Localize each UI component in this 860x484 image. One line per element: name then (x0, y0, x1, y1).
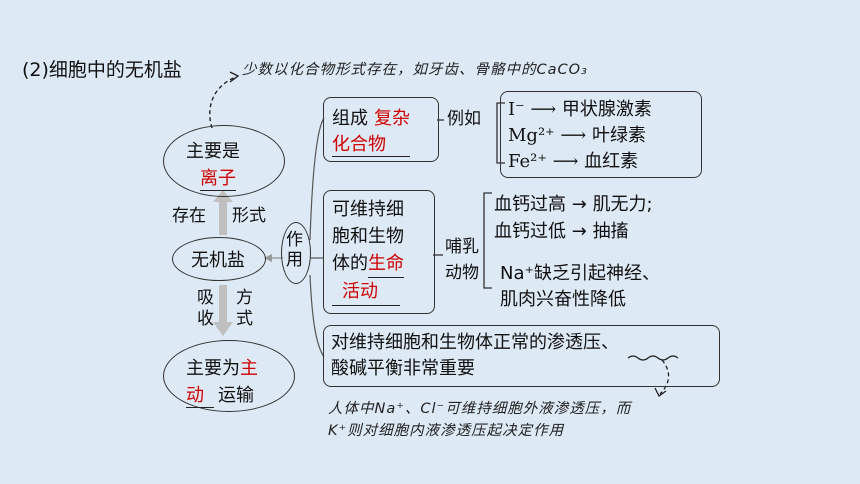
absorb-prefix: 主要为 (186, 358, 240, 379)
effects-list: 血钙过高 → 肌无力; 血钙过低 → 抽搐 (494, 191, 653, 245)
role3-line2: 酸碱平衡非常重要 (331, 358, 475, 379)
absorb-suffix: 运输 (218, 385, 254, 406)
down-arrow-shaft (219, 285, 227, 325)
absorb-ellipse (163, 340, 295, 412)
down-arrow-head (213, 322, 233, 336)
absorb-answer-part2: 动 (186, 381, 214, 408)
role3-box (323, 325, 720, 387)
note-compound-form: 少数以化合物形式存在，如牙齿、骨骼中的CaCO₃ (242, 62, 588, 78)
role3-line1-prefix: 对维持细胞和生物体正常的 (331, 332, 547, 353)
label-form: 形式 (232, 206, 266, 226)
absorb-answer-part1: 主 (240, 358, 258, 379)
role1-prefix: 组成 (332, 108, 368, 129)
label-absorb: 吸收 (197, 288, 214, 329)
ion-form-prefix: 主要是 (186, 141, 240, 162)
mammal-label: 哺乳 动物 (445, 237, 479, 283)
osmotic-pressure-key: 渗透压 (547, 332, 601, 353)
effect-row: 血钙过高 → 肌无力; (494, 194, 653, 215)
examples-box (500, 91, 702, 178)
inorganic-salt-label: 无机盐 (191, 250, 245, 271)
role2-line3-prefix: 体的 (332, 253, 368, 274)
ion-form-ellipse (163, 125, 285, 197)
example-row: Fe²⁺ ⟶ 血红素 (508, 151, 639, 172)
section-heading: (2)细胞中的无机盐 (22, 59, 182, 81)
example-list: I⁻ ⟶ 甲状腺激素 Mg²⁺ ⟶ 叶绿素 Fe²⁺ ⟶ 血红素 (508, 97, 652, 175)
role1-answer-a: 复杂 (374, 108, 410, 129)
role2-answer-b: 活动 (332, 278, 400, 306)
role-ellipse (281, 222, 311, 284)
role1-box (323, 97, 439, 162)
label-method: 方式 (236, 288, 253, 329)
role2-answer-a: 生命 (368, 250, 404, 278)
role2-line2: 胞和生物 (332, 226, 404, 247)
role2-line1: 可维持细 (332, 199, 404, 220)
note-arrow-top (209, 76, 237, 129)
ion-form-answer: 离子 (200, 164, 236, 191)
role1-answer-b: 化合物 (332, 130, 410, 157)
example-row: Mg²⁺ ⟶ 叶绿素 (508, 125, 646, 146)
sodium-effect: Na⁺缺乏引起神经、 肌肉兴奋性降低 (500, 263, 660, 310)
example-row: I⁻ ⟶ 甲状腺激素 (508, 99, 652, 120)
note-osmotic: 人体中Na⁺、Cl⁻可维持细胞外液渗透压，而 K⁺则对细胞内液渗透压起决定作用 (328, 401, 632, 439)
effect-row: 血钙过低 → 抽搐 (494, 221, 629, 242)
role2-box (323, 190, 435, 314)
role-label: 作用 (286, 230, 303, 270)
label-exist: 存在 (172, 206, 206, 226)
inorganic-salt-ellipse (172, 237, 266, 281)
up-arrow-shaft (219, 200, 227, 235)
role1-example-label: 例如 (447, 109, 481, 129)
